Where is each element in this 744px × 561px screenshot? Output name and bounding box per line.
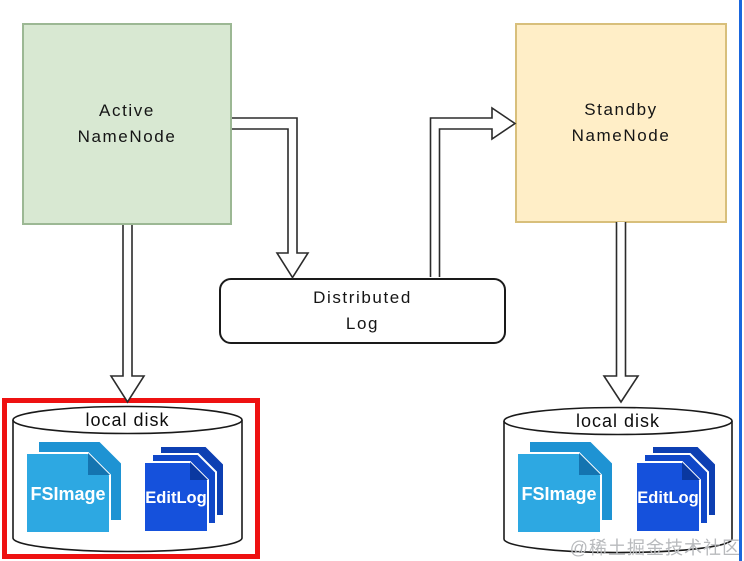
right-edge-blue-strip	[739, 0, 742, 561]
distributed-log-box: Distributed Log	[219, 278, 506, 344]
editlog-label: EditLog	[145, 489, 206, 507]
arrow-standby-to-local-disk	[602, 222, 640, 404]
local-disk-right-title: local disk	[575, 411, 661, 431]
standby-namenode-label-line1: Standby	[584, 100, 658, 119]
arrow-active-to-distributed-log	[232, 117, 310, 279]
editlog-documents-icon: EditLog	[636, 446, 717, 532]
standby-namenode-label-line2: NameNode	[571, 126, 671, 145]
arrow-active-to-local-disk	[109, 225, 146, 404]
distributed-log-label-line1: Distributed	[313, 288, 412, 307]
fsimage-documents-icon: FSImage	[26, 441, 123, 533]
highlight-border-left-disk	[2, 398, 260, 559]
editlog-documents-icon: EditLog	[144, 446, 225, 532]
standby-namenode-box: Standby NameNode	[515, 23, 727, 223]
local-disk-left-title: local disk	[85, 410, 170, 430]
active-namenode-label-line2: NameNode	[77, 127, 177, 146]
fsimage-label: FSImage	[30, 484, 105, 504]
arrow-distributed-log-to-standby	[429, 106, 517, 277]
fsimage-documents-icon: FSImage	[517, 441, 614, 533]
editlog-label: EditLog	[637, 489, 698, 507]
distributed-log-label-line2: Log	[345, 314, 380, 333]
fsimage-label: FSImage	[521, 484, 596, 504]
watermark-text: @稀土掘金技术社区	[569, 538, 741, 558]
active-namenode-label-line1: Active	[99, 101, 155, 120]
active-namenode-box: Active NameNode	[22, 23, 232, 225]
